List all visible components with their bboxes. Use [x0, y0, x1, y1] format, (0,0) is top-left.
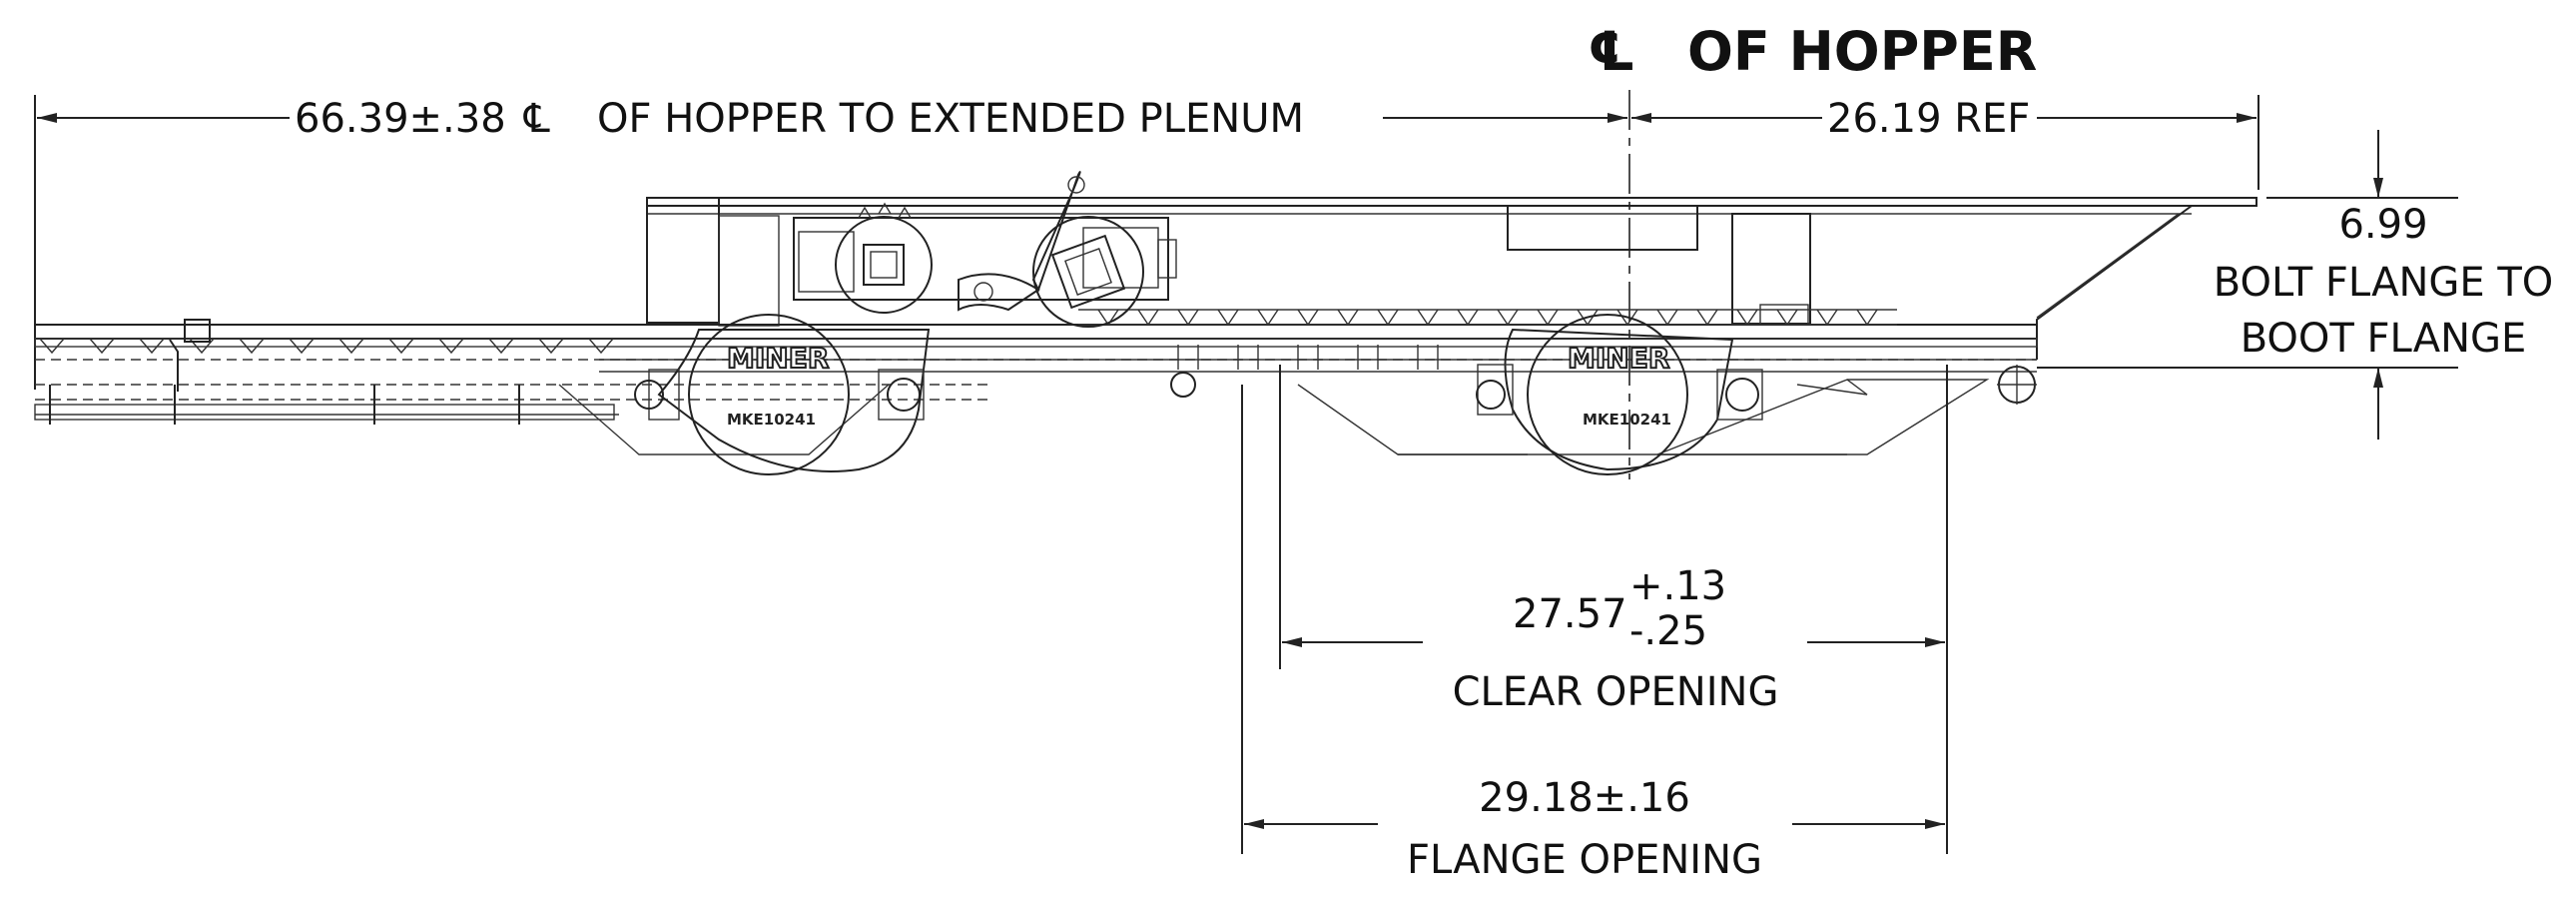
reference-dimension-value: 26.19 REF	[1827, 96, 2030, 142]
bolt-flange-label-1: BOLT FLANGE TO	[2214, 260, 2554, 306]
hopper-assembly: MINER MKE10241 MINER MKE10241	[34, 171, 2257, 475]
bolt-flange-value: 6.99	[2338, 202, 2427, 248]
centerline-label: OF HOPPER	[1687, 20, 2037, 83]
gear-stamp-left: MKE10241	[727, 411, 816, 429]
gear-stamp-right: MKE10241	[1583, 411, 1671, 429]
logo-right: MINER	[1568, 342, 1669, 375]
centerline-symbol: ℄	[1588, 20, 1635, 83]
clear-opening-label: CLEAR OPENING	[1453, 669, 1779, 715]
flange-opening-label: FLANGE OPENING	[1407, 837, 1762, 883]
clear-opening-dimension-line	[1279, 365, 1948, 669]
flange-opening-value: 29.18±.16	[1479, 775, 1690, 821]
flange-opening-dimension-line	[1241, 385, 1948, 854]
logo-left: MINER	[727, 342, 829, 375]
overall-dimension-line	[34, 95, 2259, 390]
overall-dimension-value: 66.39±.38	[295, 96, 506, 142]
clear-opening-tol-minus: -.25	[1629, 608, 1707, 654]
clear-opening-base: 27.57	[1513, 591, 1627, 637]
overall-dimension-text: OF HOPPER TO EXTENDED PLENUM	[597, 96, 1304, 142]
clear-opening-tol-plus: +.13	[1629, 563, 1726, 609]
bolt-flange-dimension-line	[2037, 130, 2458, 440]
overall-dimension-symbol: ℄	[523, 96, 550, 142]
bolt-flange-label-2: BOOT FLANGE	[2241, 316, 2527, 362]
